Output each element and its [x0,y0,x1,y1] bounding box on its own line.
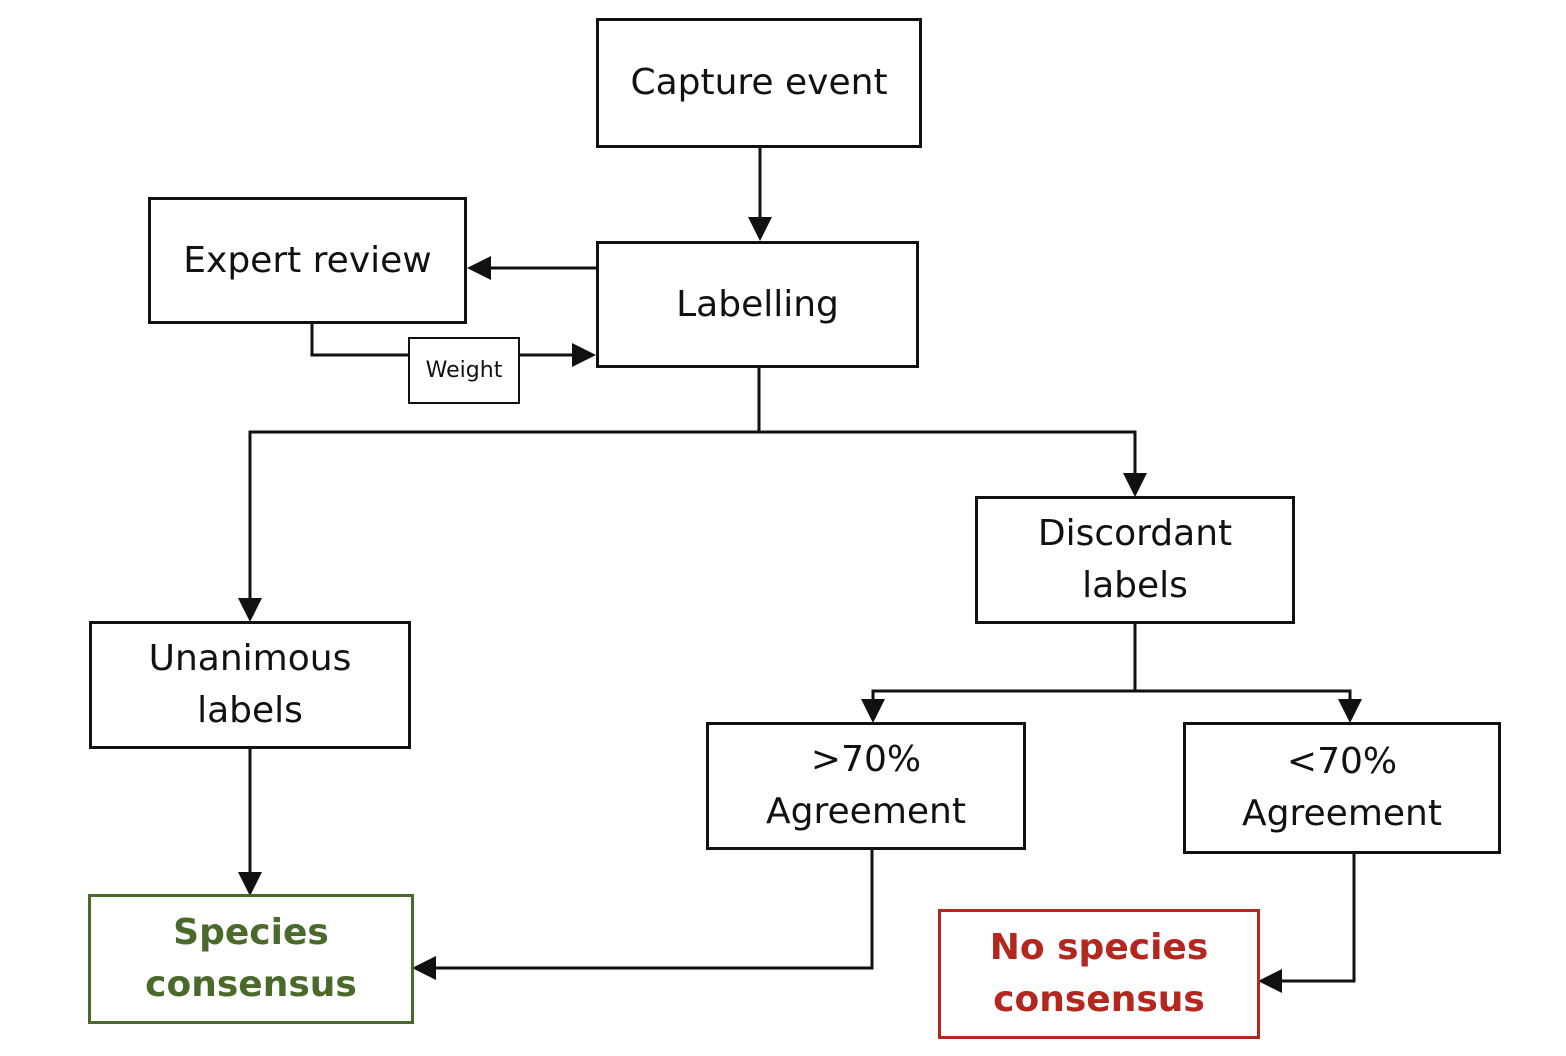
below-70-line-2: Agreement [1242,793,1442,834]
arrow-to-below70 [1135,689,1362,723]
discordant-label-line-1: Discordant [1037,513,1233,554]
labelling-label: Labelling [676,283,839,325]
unanimous-label-line-1: Unanimous [148,638,352,679]
discordant-labels-box: Discordant labels [975,496,1295,624]
discordant-label-line-2: labels [1082,565,1188,606]
expert-review-box: Expert review [148,197,467,324]
no-species-consensus-line-1: No species [989,927,1209,968]
no-species-consensus-line-2: consensus [993,979,1205,1020]
connector-expert-review-to-weight [310,322,409,357]
above-70-line-1: >70% [810,739,922,780]
capture-event-box: Capture event [596,18,922,148]
arrow-below70-to-no-consensus [1258,853,1356,993]
below-70-agreement-box: <70% Agreement [1183,722,1501,854]
capture-event-label: Capture event [630,62,888,103]
weight-label: Weight [425,357,503,383]
labelling-box: Labelling [596,241,919,368]
arrow-to-above70 [861,689,1135,723]
arrow-above70-to-consensus [412,849,874,980]
expert-review-label: Expert review [183,239,432,281]
above-70-line-2: Agreement [766,791,966,832]
species-consensus-line-2: consensus [145,964,357,1005]
unanimous-label-line-2: labels [197,690,303,731]
below-70-line-1: <70% [1286,741,1398,782]
arrow-to-unanimous [238,430,759,622]
arrow-to-discordant [759,430,1147,497]
species-consensus-line-1: Species [173,912,329,953]
no-species-consensus-box: No species consensus [938,909,1260,1039]
weight-box: Weight [408,337,520,404]
species-consensus-box: Species consensus [88,894,414,1024]
unanimous-labels-box: Unanimous labels [89,621,411,749]
above-70-agreement-box: >70% Agreement [706,722,1026,850]
